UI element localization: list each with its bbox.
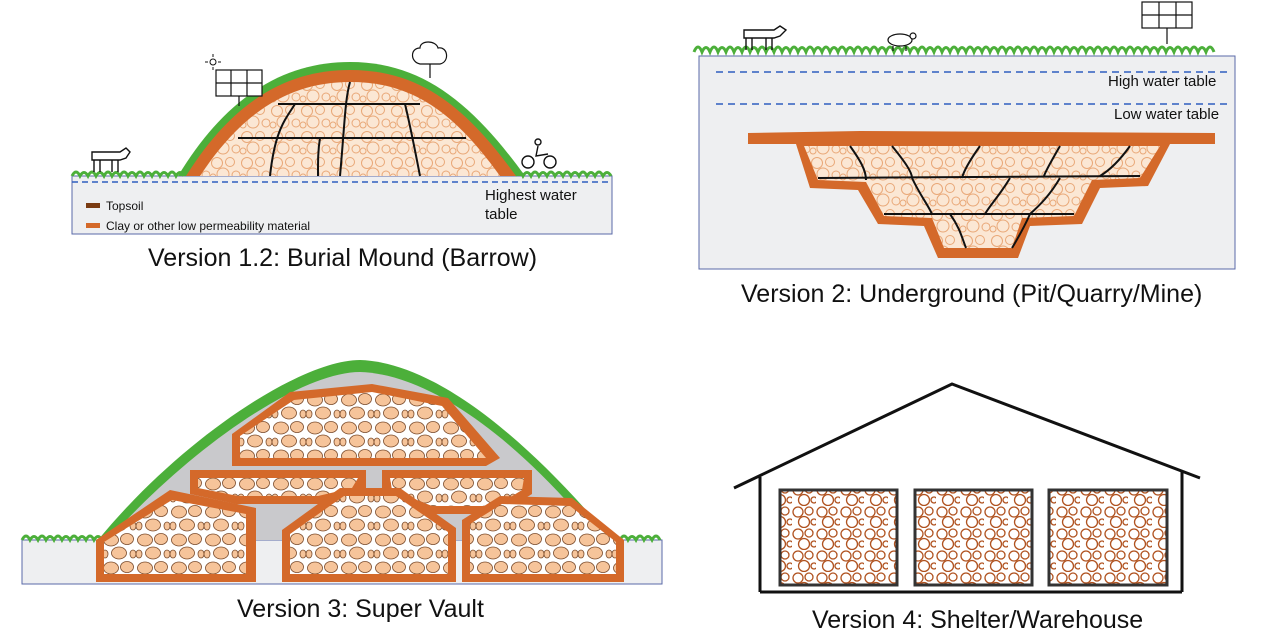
water-table-label: Highest water xyxy=(485,187,577,204)
caption-version-3: Version 3: Super Vault xyxy=(237,595,484,623)
cow-icon xyxy=(743,25,788,50)
cell-divisions xyxy=(817,145,1141,249)
panel-burial-mound: Topsoil Clay or other low permeability m… xyxy=(70,41,613,272)
vault-cell-bottom-right-fill xyxy=(470,504,616,574)
storage-bin-3 xyxy=(1047,488,1169,587)
panel-super-vault: Version 3: Super Vault xyxy=(20,360,663,623)
panel-underground: High water table Low water table xyxy=(692,1,1236,308)
pit-fill xyxy=(804,146,1160,248)
grass xyxy=(618,534,662,544)
grass xyxy=(20,534,104,544)
storage-bin-2 xyxy=(913,488,1034,587)
cow-icon xyxy=(91,147,131,172)
solar-panel-icon xyxy=(1141,1,1193,44)
roof xyxy=(733,382,1201,490)
vault-cell-bottom-left-fill xyxy=(104,500,246,574)
caption-version-1-2: Version 1.2: Burial Mound (Barrow) xyxy=(148,244,537,272)
panel-shelter-warehouse: Version 4: Shelter/Warehouse xyxy=(733,382,1201,634)
sun-icon xyxy=(205,54,221,70)
vault-cell-top-fill xyxy=(240,392,486,458)
legend-swatch-clay xyxy=(86,223,100,228)
sheep-icon xyxy=(887,32,917,51)
grass xyxy=(513,170,613,180)
mound-fill xyxy=(200,82,500,176)
grass xyxy=(692,45,1216,56)
low-water-table-label: Low water table xyxy=(1114,106,1219,123)
water-table-label: table xyxy=(485,206,518,223)
caption-version-2: Version 2: Underground (Pit/Quarry/Mine) xyxy=(741,280,1202,308)
high-water-table-label: High water table xyxy=(1108,73,1216,90)
vault-cell-mid-right-fill xyxy=(390,478,524,506)
cyclist-icon xyxy=(521,138,557,169)
legend-label-clay: Clay or other low permeability material xyxy=(106,219,310,233)
cell-divisions xyxy=(238,81,466,177)
vault-cell-mid-left-fill xyxy=(198,478,358,496)
grass xyxy=(70,170,186,180)
vault-cell-bottom-center-fill xyxy=(290,496,448,574)
caption-version-4: Version 4: Shelter/Warehouse xyxy=(812,606,1143,634)
legend-swatch-topsoil xyxy=(86,203,100,208)
storage-bin-1 xyxy=(778,488,899,587)
ground-layer xyxy=(71,175,613,235)
tree-icon xyxy=(411,41,448,78)
solar-panel-icon xyxy=(215,69,263,106)
legend-label-topsoil: Topsoil xyxy=(106,199,143,213)
